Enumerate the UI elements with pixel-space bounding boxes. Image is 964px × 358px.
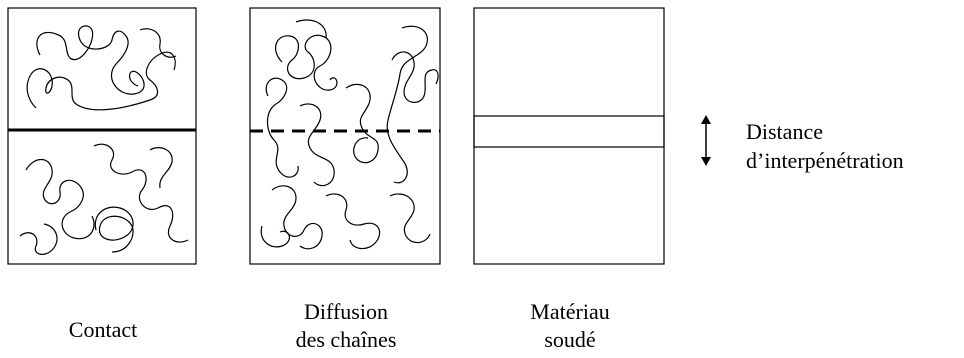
interpenetration-label: d’interpénétration: [746, 148, 904, 173]
diffusion-panel-frame: [249, 7, 441, 265]
polymer-chain: [295, 19, 327, 39]
polymer-chain: [271, 185, 323, 250]
polymer-chain: [19, 223, 58, 255]
polymer-chain: [260, 225, 290, 248]
distance-label: Distance: [746, 119, 823, 144]
polymer-chain: [25, 158, 95, 240]
caption-diffusion: Diffusion des chaînes: [258, 298, 434, 354]
polymer-chain: [386, 25, 428, 184]
caption-contact: Contact: [18, 316, 188, 344]
polymer-chain: [299, 103, 335, 187]
welded-panel: [473, 7, 665, 265]
double-vertical-arrow-icon: [701, 115, 711, 166]
caption-diffusion-line2: des chaînes: [295, 327, 397, 352]
polymer-chain: [389, 193, 431, 244]
caption-welded-line2: soudé: [544, 327, 596, 352]
caption-contact-line1: Contact: [68, 317, 138, 342]
polymer-chain: [139, 28, 177, 58]
interpenetration-band: [473, 115, 665, 148]
polymer-chain: [345, 83, 379, 164]
caption-diffusion-line1: Diffusion: [304, 299, 388, 324]
caption-welded: Matériau soudé: [484, 298, 656, 354]
welded-panel-frame: [473, 7, 665, 265]
polymer-chain: [94, 206, 134, 253]
polymer-chain: [391, 51, 439, 103]
polymer-chain: [274, 34, 338, 91]
polymer-chain: [93, 143, 189, 243]
polymer-chain: [325, 193, 381, 250]
contact-panel: [7, 7, 197, 265]
diffusion-panel: [249, 7, 441, 265]
polymer-chain: [265, 77, 299, 178]
polymer-chain: [26, 51, 176, 111]
caption-welded-line1: Matériau: [530, 299, 610, 324]
polymer-chain: [149, 147, 173, 189]
polymer-chain: [36, 25, 145, 95]
contact-panel-frame: [7, 7, 197, 265]
